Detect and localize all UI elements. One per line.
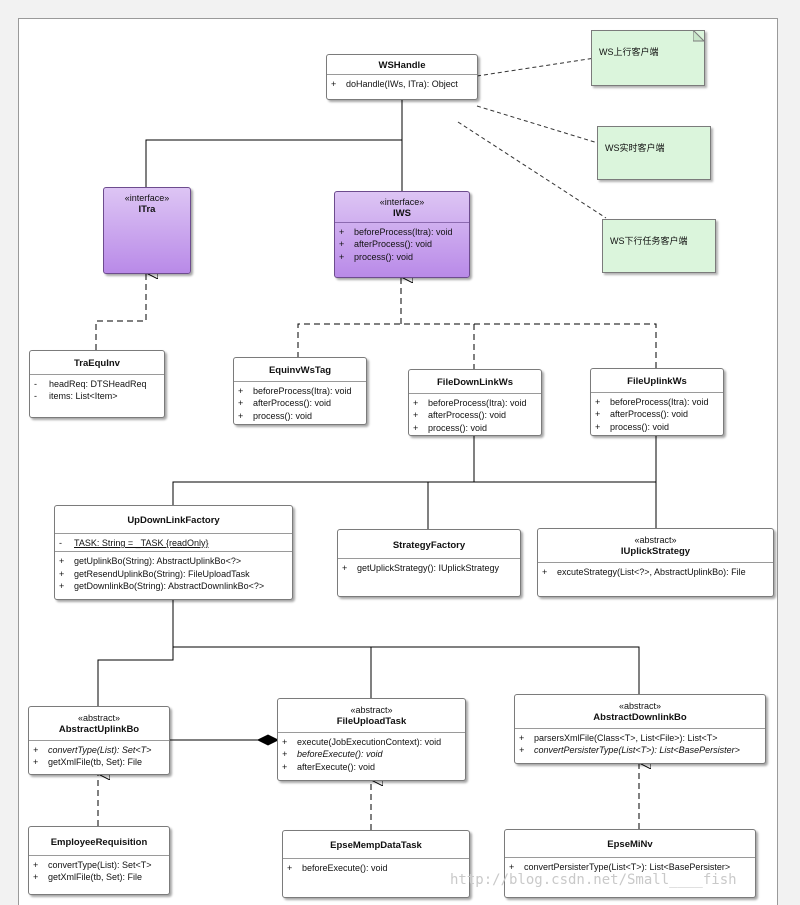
class-title: «abstract» AbstractDownlinkBo	[515, 695, 765, 729]
operation-row: +getUplickStrategy(): IUplickStrategy	[342, 563, 500, 573]
attributes: -TASK: String = _TASK {readOnly}	[55, 534, 292, 553]
class-employeerequisition[interactable]: EmployeeRequisition +convertType(List): …	[28, 826, 170, 895]
assoc-factory-bus	[173, 646, 640, 694]
operations: +doHandle(IWs, ITra): Object	[327, 75, 477, 92]
operation-row: +getDownlinkBo(String): AbstractDownlink…	[59, 581, 265, 592]
operation-row: +convertPersisterType(List<T>): List<Bas…	[509, 862, 731, 872]
class-title: EpseMempDataTask	[283, 831, 469, 859]
operation-row: +afterProcess(): void	[595, 409, 689, 420]
operation-row: +getUplinkBo(String): AbstractUplinkBo<?…	[59, 556, 242, 567]
note-text: WS上行客户端	[599, 47, 659, 57]
operation-row: +process(): void	[238, 410, 313, 421]
class-abstractdownlinkbo[interactable]: «abstract» AbstractDownlinkBo +parsersXm…	[514, 694, 766, 764]
operations: +beforeProcess(Itra): void +afterProcess…	[234, 382, 366, 424]
operation-row: +getXmlFile(tb, Set): File	[33, 872, 143, 883]
operation-row: +beforeProcess(Itra): void	[413, 398, 527, 408]
assoc-factory-abstractuplinkbo	[97, 647, 174, 706]
operations: +convertPersisterType(List<T>): List<Bas…	[505, 858, 755, 875]
operation-row: +process(): void	[595, 421, 670, 432]
class-title: WSHandle	[327, 55, 477, 75]
operation-row: +execute(JobExecutionContext): void	[282, 737, 442, 747]
note-link-downlink	[457, 121, 607, 219]
class-epsemempdatatask[interactable]: EpseMempDataTask +beforeExecute(): void	[282, 830, 470, 898]
composition-diamond	[256, 734, 280, 746]
class-title: EquinvWsTag	[234, 358, 366, 382]
operation-row: +afterProcess(): void	[238, 398, 332, 409]
class-traequinv[interactable]: TraEquInv -headReq: DTSHeadReq -items: L…	[29, 350, 165, 418]
note-text: WS实时客户端	[605, 143, 665, 153]
operation-row: +beforeExecute(): void	[282, 749, 383, 760]
attribute-row: -TASK: String = _TASK {readOnly}	[59, 538, 209, 548]
operations: +getUplickStrategy(): IUplickStrategy	[338, 559, 520, 576]
note-uplink-client: WS上行客户端	[591, 30, 705, 86]
operation-row: +afterProcess(): void	[339, 239, 433, 250]
operation-row: +beforeProcess(Itra): void	[595, 397, 709, 407]
note-link-realtime	[476, 105, 602, 145]
class-strategyfactory[interactable]: StrategyFactory +getUplickStrategy(): IU…	[337, 529, 521, 597]
note-realtime-client: WS实时客户端	[597, 126, 711, 180]
operation-row: +getXmlFile(tb, Set): File	[33, 757, 143, 768]
operation-row: +parsersXmlFile(Class<T>, List<File>): L…	[519, 733, 718, 743]
interface-iws[interactable]: «interface» IWS +beforeProcess(Itra): vo…	[334, 191, 470, 278]
class-title: «abstract» IUplickStrategy	[538, 529, 773, 563]
class-iuplickstrategy[interactable]: «abstract» IUplickStrategy +excuteStrate…	[537, 528, 774, 597]
operations: +beforeProcess(Itra): void +afterProcess…	[335, 223, 469, 265]
operation-row: +afterExecute(): void	[282, 761, 376, 772]
class-title: StrategyFactory	[338, 530, 520, 559]
operations: +convertType(List): Set<T> +getXmlFile(t…	[29, 856, 169, 886]
operation-row: +excuteStrategy(List<?>, AbstractUplinkB…	[542, 567, 746, 577]
operation-row: +process(): void	[339, 251, 414, 262]
operation-row: +beforeExecute(): void	[287, 863, 388, 873]
class-title: TraEquInv	[30, 351, 164, 375]
operations: +beforeProcess(Itra): void +afterProcess…	[409, 394, 541, 435]
realize-traequinv-itra	[95, 273, 146, 350]
class-title: EpseMiNv	[505, 830, 755, 858]
note-fold	[693, 30, 705, 42]
operation-row: +convertType(List): Set<T>	[33, 860, 152, 870]
operations: +parsersXmlFile(Class<T>, List<File>): L…	[515, 729, 765, 759]
note-link-uplink	[476, 57, 596, 77]
operation-row: +afterProcess(): void	[413, 410, 507, 421]
class-title: «interface» ITra	[124, 193, 170, 215]
note-downlink-task-client: WS下行任务客户端	[602, 219, 716, 273]
attributes: -headReq: DTSHeadReq -items: List<Item>	[30, 375, 164, 405]
assoc-wshandle-itra	[145, 98, 403, 188]
operations: +execute(JobExecutionContext): void +bef…	[278, 733, 465, 775]
class-fileuplinkws[interactable]: FileUplinkWs +beforeProcess(Itra): void …	[590, 368, 724, 436]
class-title: FileDownLinkWs	[409, 370, 541, 394]
class-updownlinkfactory[interactable]: UpDownLinkFactory -TASK: String = _TASK …	[54, 505, 293, 600]
operation-row: +beforeProcess(Itra): void	[339, 227, 453, 237]
class-abstractuplinkbo[interactable]: «abstract» AbstractUplinkBo +convertType…	[28, 706, 170, 775]
class-title: FileUplinkWs	[591, 369, 723, 393]
operations: +getUplinkBo(String): AbstractUplinkBo<?…	[55, 552, 292, 594]
class-filedownlinkws[interactable]: FileDownLinkWs +beforeProcess(Itra): voi…	[408, 369, 542, 436]
class-title: «interface» IWS	[335, 192, 469, 223]
operation-row: +convertType(List): Set<T>	[33, 745, 152, 755]
operation-row: +beforeProcess(Itra): void	[238, 386, 352, 396]
attribute-row: -headReq: DTSHeadReq	[34, 379, 147, 389]
assoc-bus-factories	[172, 481, 656, 505]
class-fileuploadtask[interactable]: «abstract» FileUploadTask +execute(JobEx…	[277, 698, 466, 781]
interface-itra[interactable]: «interface» ITra	[103, 187, 191, 274]
operation-row: +getResendUplinkBo(String): FileUploadTa…	[59, 568, 250, 579]
operation-row: +convertPersisterType(List<T>): List<Bas…	[519, 745, 740, 756]
watermark: http://blog.csdn.net/Small____fish	[450, 872, 737, 888]
class-title: UpDownLinkFactory	[55, 506, 292, 534]
operations: +beforeExecute(): void	[283, 859, 469, 876]
class-title: EmployeeRequisition	[29, 827, 169, 856]
operations: +excuteStrategy(List<?>, AbstractUplinkB…	[538, 563, 773, 580]
operations: +beforeProcess(Itra): void +afterProcess…	[591, 393, 723, 435]
attribute-row: -items: List<Item>	[34, 391, 118, 402]
class-epseminv[interactable]: EpseMiNv +convertPersisterType(List<T>):…	[504, 829, 756, 898]
realize-group-iws	[297, 323, 657, 368]
class-title: «abstract» AbstractUplinkBo	[29, 707, 169, 741]
operation-row: +doHandle(IWs, ITra): Object	[331, 79, 458, 89]
class-title: «abstract» FileUploadTask	[278, 699, 465, 733]
note-text: WS下行任务客户端	[610, 236, 688, 246]
operations: +convertType(List): Set<T> +getXmlFile(t…	[29, 741, 169, 771]
class-wshandle[interactable]: WSHandle +doHandle(IWs, ITra): Object	[326, 54, 478, 100]
operation-row: +process(): void	[413, 422, 488, 433]
class-equinvwstag[interactable]: EquinvWsTag +beforeProcess(Itra): void +…	[233, 357, 367, 425]
